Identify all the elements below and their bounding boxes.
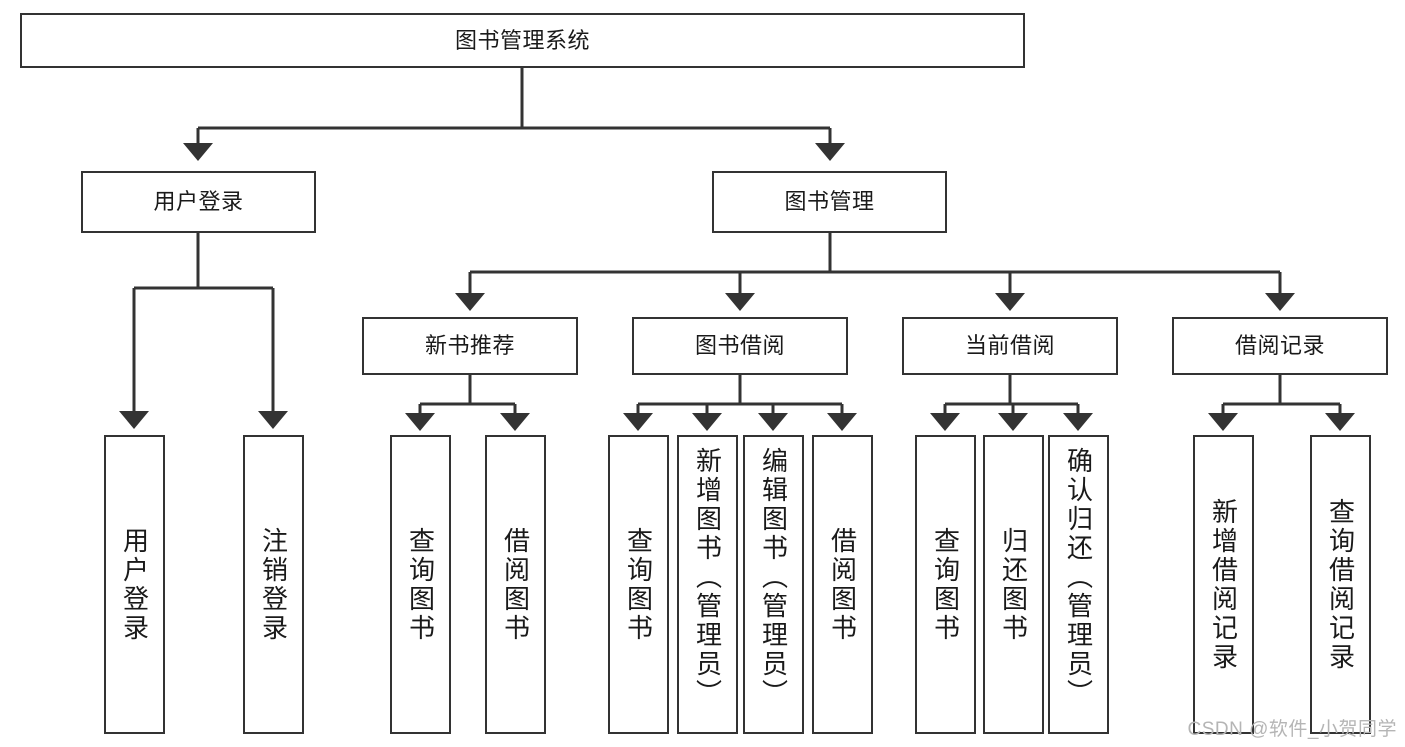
node-current-borrow[interactable]: 当前借阅 bbox=[902, 317, 1118, 375]
node-new-book-recommend-label: 新书推荐 bbox=[424, 333, 515, 359]
leaf-logout[interactable]: 注销登录 bbox=[243, 435, 304, 734]
node-user-login-label: 用户登录 bbox=[153, 189, 244, 215]
node-borrow-record[interactable]: 借阅记录 bbox=[1172, 317, 1388, 375]
edge-root-to-tier2 bbox=[183, 68, 845, 161]
leaf-logout-label: 注销登录 bbox=[258, 526, 289, 643]
leaf-add-record[interactable]: 新增借阅记录 bbox=[1193, 435, 1254, 734]
leaf-return-book-label: 归还图书 bbox=[998, 526, 1029, 643]
node-new-book-recommend[interactable]: 新书推荐 bbox=[362, 317, 578, 375]
leaf-return-book[interactable]: 归还图书 bbox=[983, 435, 1044, 734]
node-borrow-record-label: 借阅记录 bbox=[1234, 333, 1325, 359]
edge-bookmanage-to-tier3 bbox=[455, 233, 1295, 311]
leaf-add-book-label: 新增图书（管理员） bbox=[692, 447, 723, 708]
leaf-query-book-3[interactable]: 查询图书 bbox=[915, 435, 976, 734]
leaf-query-book-2-label: 查询图书 bbox=[623, 526, 654, 643]
leaf-confirm-return[interactable]: 确认归还（管理员） bbox=[1048, 435, 1109, 734]
leaf-borrow-book-1[interactable]: 借阅图书 bbox=[485, 435, 546, 734]
leaf-confirm-return-label: 确认归还（管理员） bbox=[1063, 447, 1094, 708]
edge-bookborrow-to-leaves bbox=[623, 375, 857, 431]
node-root[interactable]: 图书管理系统 bbox=[20, 13, 1025, 68]
leaf-edit-book-label: 编辑图书（管理员） bbox=[758, 447, 789, 708]
node-book-borrow[interactable]: 图书借阅 bbox=[632, 317, 848, 375]
edge-borrowrecord-to-leaves bbox=[1208, 375, 1355, 431]
leaf-user-login-label: 用户登录 bbox=[119, 526, 150, 643]
node-user-login[interactable]: 用户登录 bbox=[81, 171, 316, 233]
leaf-borrow-book-2-label: 借阅图书 bbox=[827, 526, 858, 643]
node-book-borrow-label: 图书借阅 bbox=[694, 333, 785, 359]
leaf-query-record[interactable]: 查询借阅记录 bbox=[1310, 435, 1371, 734]
node-book-manage[interactable]: 图书管理 bbox=[712, 171, 947, 233]
edge-userlogin-to-leaves bbox=[119, 233, 288, 429]
leaf-edit-book[interactable]: 编辑图书（管理员） bbox=[743, 435, 804, 734]
leaf-query-book-1[interactable]: 查询图书 bbox=[390, 435, 451, 734]
leaf-query-book-2[interactable]: 查询图书 bbox=[608, 435, 669, 734]
leaf-user-login[interactable]: 用户登录 bbox=[104, 435, 165, 734]
leaf-add-record-label: 新增借阅记录 bbox=[1208, 497, 1239, 672]
leaf-query-book-1-label: 查询图书 bbox=[405, 526, 436, 643]
edge-currentborrow-to-leaves bbox=[930, 375, 1093, 431]
edge-newbook-to-leaves bbox=[405, 375, 530, 431]
leaf-borrow-book-2[interactable]: 借阅图书 bbox=[812, 435, 873, 734]
node-current-borrow-label: 当前借阅 bbox=[964, 333, 1055, 359]
leaf-query-record-label: 查询借阅记录 bbox=[1325, 497, 1356, 672]
leaf-query-book-3-label: 查询图书 bbox=[930, 526, 961, 643]
leaf-borrow-book-1-label: 借阅图书 bbox=[500, 526, 531, 643]
node-book-manage-label: 图书管理 bbox=[784, 189, 875, 215]
node-root-label: 图书管理系统 bbox=[454, 27, 590, 53]
leaf-add-book[interactable]: 新增图书（管理员） bbox=[677, 435, 738, 734]
